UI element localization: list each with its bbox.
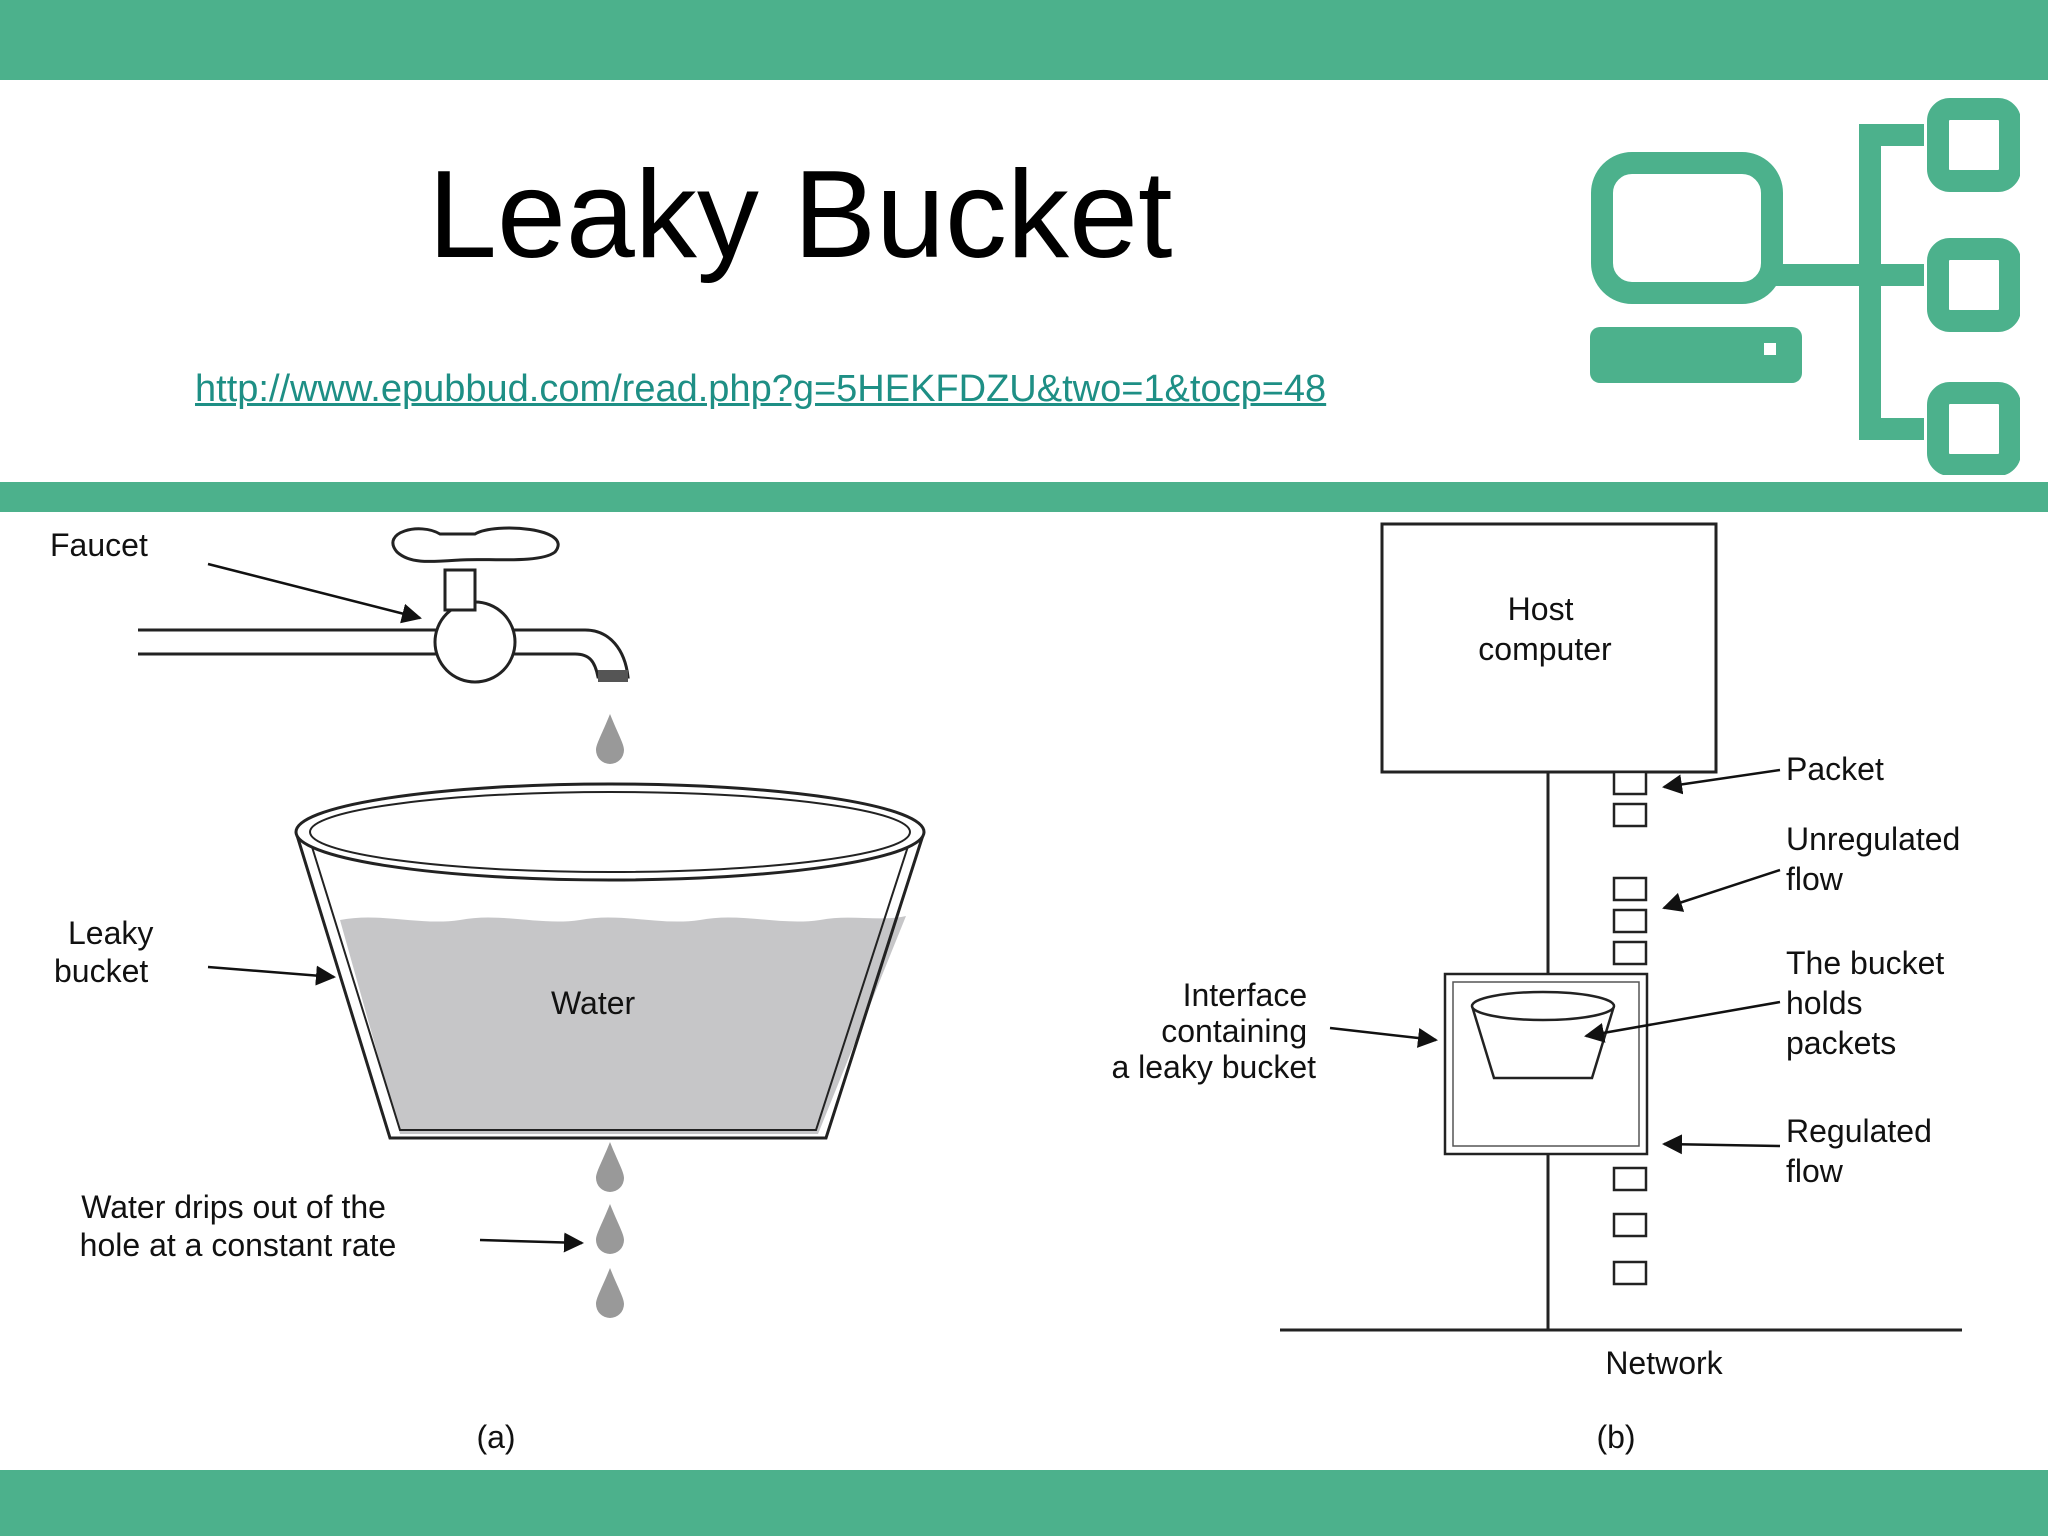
host-computer-label-line1: Host (1508, 591, 1574, 627)
water-drops (596, 714, 624, 1318)
regulated-flow-label: Regulated flow (1786, 1113, 1941, 1189)
host-computer-box (1380, 522, 1718, 774)
middle-accent-band (0, 482, 2048, 512)
top-accent-band (0, 0, 2048, 80)
packets (1612, 770, 1648, 1286)
bucket-holds-packets-label: The bucket holds packets (1786, 945, 1953, 1061)
panel-b-arrows (1329, 768, 1781, 1155)
panel-a-arrows (207, 562, 584, 1253)
drip-rate-label-line1: Water drips out of the (81, 1189, 386, 1225)
slide-title: Leaky Bucket (428, 146, 1173, 284)
drip-rate-label: Water drips out of the hole at a constan… (80, 1189, 397, 1263)
bucket-holds-packets-label-line3: packets (1786, 1025, 1896, 1061)
host-computer-label: Host computer (1478, 591, 1612, 667)
leaky-bucket-drawing (294, 782, 926, 1140)
interface-label-line3: a leaky bucket (1111, 1049, 1316, 1085)
network-computer-icon (1590, 98, 2020, 475)
packet-label: Packet (1786, 751, 1884, 787)
faucet-spout-tip (598, 670, 628, 682)
bottom-accent-band (0, 1470, 2048, 1536)
interface-label-line1: Interface (1183, 977, 1308, 1013)
network-label: Network (1605, 1345, 1723, 1381)
interface-label-line2: containing (1161, 1013, 1307, 1049)
unregulated-flow-label-line1: Unregulated (1786, 821, 1960, 857)
unregulated-flow-label: Unregulated flow (1786, 821, 1969, 897)
bucket-holds-packets-label-line2: holds (1786, 985, 1863, 1021)
faucet-drawing (138, 526, 630, 684)
leaky-bucket-label: Leaky bucket (54, 915, 162, 989)
bucket-holds-packets-label-line1: The bucket (1786, 945, 1944, 981)
unregulated-flow-label-line2: flow (1786, 861, 1844, 897)
host-computer-label-line2: computer (1478, 631, 1612, 667)
leaky-bucket-label-line2: bucket (54, 953, 148, 989)
regulated-flow-label-line2: flow (1786, 1153, 1844, 1189)
leaky-bucket-label-line1: Leaky (68, 915, 153, 951)
caption-a: (a) (476, 1419, 515, 1455)
water-label: Water (551, 985, 636, 1021)
drip-rate-label-line2: hole at a constant rate (80, 1227, 397, 1263)
interface-label: Interface containing a leaky bucket (1111, 977, 1316, 1085)
leaky-bucket-diagram: Faucet Leaky bucket Water Water drips ou… (50, 522, 1969, 1455)
faucet-label: Faucet (50, 527, 148, 563)
caption-b: (b) (1596, 1419, 1635, 1455)
regulated-flow-label-line1: Regulated (1786, 1113, 1932, 1149)
source-link[interactable]: http://www.epubbud.com/read.php?g=5HEKFD… (195, 368, 1327, 410)
